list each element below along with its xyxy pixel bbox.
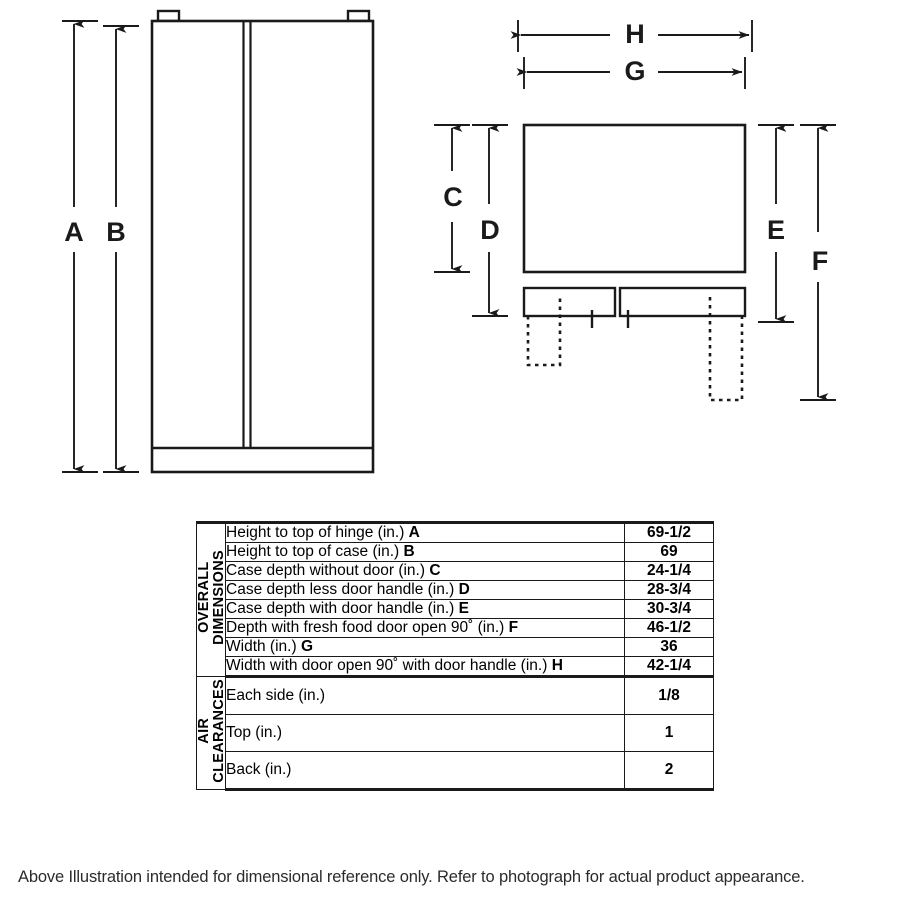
row-value: 1/8 bbox=[624, 675, 714, 715]
row-description-text: Width (in.) bbox=[226, 638, 297, 655]
table-row: Width (in.) G 36 bbox=[197, 637, 714, 657]
row-description: Depth with fresh food door open 90˚ (in.… bbox=[225, 618, 625, 638]
row-dimension-letter: A bbox=[408, 524, 420, 541]
row-value: 1 bbox=[624, 714, 714, 752]
dimension-label-G: G bbox=[624, 56, 646, 86]
specifications-table-container: OVERALL DIMENSIONS Height to top of hing… bbox=[196, 521, 714, 791]
door-open-outline-right bbox=[708, 297, 744, 402]
dimension-label-C: C bbox=[443, 182, 463, 212]
hinge-tab-left bbox=[156, 9, 181, 23]
table-row: Depth with fresh food door open 90˚ (in.… bbox=[197, 618, 714, 638]
specifications-table: OVERALL DIMENSIONS Height to top of hing… bbox=[196, 521, 714, 791]
table-row: Case depth without door (in.) C 24-1/4 bbox=[197, 561, 714, 581]
table-row: OVERALL DIMENSIONS Height to top of hing… bbox=[196, 521, 714, 677]
dimension-E bbox=[758, 124, 794, 323]
group-header-label: OVERALL DIMENSIONS bbox=[196, 550, 228, 645]
row-value: 30-3/4 bbox=[624, 599, 714, 619]
table-row: Case depth with door handle (in.) E 30-3… bbox=[197, 599, 714, 619]
row-description-text: Case depth less door handle (in.) bbox=[226, 581, 455, 598]
row-value: 46-1/2 bbox=[624, 618, 714, 638]
top-view-case-outline bbox=[522, 123, 747, 274]
row-description-text: Depth with fresh food door open 90˚ (in.… bbox=[226, 619, 505, 636]
row-description-text: Case depth without door (in.) bbox=[226, 562, 426, 579]
table-row: Top (in.) 1 bbox=[197, 714, 714, 752]
dimension-F bbox=[800, 124, 836, 401]
table-row: Back (in.) 2 bbox=[197, 751, 714, 791]
row-value: 69-1/2 bbox=[624, 521, 714, 543]
table-row: Height to top of case (in.) B 69 bbox=[197, 542, 714, 562]
case-outline bbox=[150, 19, 375, 474]
footnote-text: Above Illustration intended for dimensio… bbox=[18, 868, 805, 886]
row-value: 69 bbox=[624, 542, 714, 562]
row-dimension-letter: F bbox=[508, 619, 519, 636]
row-description-text: Width with door open 90˚ with door handl… bbox=[226, 657, 548, 674]
dimension-drawing bbox=[62, 9, 836, 474]
group-header-label: AIR CLEARANCES bbox=[196, 678, 228, 783]
row-description: Each side (in.) bbox=[225, 675, 625, 715]
row-dimension-letter: B bbox=[403, 543, 415, 560]
dimension-D bbox=[472, 124, 508, 317]
row-description: Top (in.) bbox=[225, 714, 625, 752]
row-description: Height to top of case (in.) B bbox=[225, 542, 625, 562]
dimension-label-D: D bbox=[480, 215, 500, 245]
dimension-B bbox=[103, 25, 139, 473]
dimension-label-A: A bbox=[64, 217, 84, 247]
group-header-air-clearances: AIR CLEARANCES bbox=[196, 676, 228, 790]
table-row: Case depth less door handle (in.) D 28-3… bbox=[197, 580, 714, 600]
table-row: AIR CLEARANCES Each side (in.) 1/8 bbox=[196, 675, 714, 790]
row-description-text: Height to top of hinge (in.) bbox=[226, 524, 405, 541]
dimension-label-B: B bbox=[106, 217, 126, 247]
table-row: Width with door open 90˚ with door handl… bbox=[197, 656, 714, 678]
row-value: 24-1/4 bbox=[624, 561, 714, 581]
row-description: Height to top of hinge (in.) A bbox=[225, 521, 625, 543]
top-view-door-right bbox=[618, 286, 747, 318]
row-description: Width (in.) G bbox=[225, 637, 625, 657]
top-view-door-left bbox=[522, 286, 617, 318]
row-description-text: Case depth with door handle (in.) bbox=[226, 600, 455, 617]
row-description-text: Back (in.) bbox=[226, 761, 292, 778]
row-value: 28-3/4 bbox=[624, 580, 714, 600]
row-description-text: Height to top of case (in.) bbox=[226, 543, 400, 560]
dimension-label-F: F bbox=[811, 246, 829, 276]
row-description: Case depth with door handle (in.) E bbox=[225, 599, 625, 619]
row-dimension-letter: E bbox=[458, 600, 469, 617]
row-value: 2 bbox=[624, 751, 714, 791]
row-description: Case depth less door handle (in.) D bbox=[225, 580, 625, 600]
row-value: 42-1/4 bbox=[624, 656, 714, 678]
specifications-table-body: OVERALL DIMENSIONS Height to top of hing… bbox=[196, 521, 714, 791]
row-value: 36 bbox=[624, 637, 714, 657]
row-description: Case depth without door (in.) C bbox=[225, 561, 625, 581]
dimension-label-E: E bbox=[766, 215, 785, 245]
row-description: Width with door open 90˚ with door handl… bbox=[225, 656, 625, 678]
front-elevation-body bbox=[150, 9, 375, 474]
row-dimension-letter: G bbox=[300, 638, 313, 655]
hinge-tab-right bbox=[346, 9, 371, 23]
dimension-H bbox=[510, 20, 753, 52]
row-dimension-letter: D bbox=[458, 581, 470, 598]
row-dimension-letter: C bbox=[429, 562, 441, 579]
row-dimension-letter: H bbox=[551, 657, 563, 674]
dimension-A bbox=[62, 20, 98, 473]
row-description-text: Each side (in.) bbox=[226, 687, 326, 704]
dimension-label-H: H bbox=[625, 19, 645, 49]
group-header-overall-dimensions: OVERALL DIMENSIONS bbox=[196, 521, 228, 677]
row-description-text: Top (in.) bbox=[226, 724, 282, 741]
dimension-C bbox=[434, 124, 470, 273]
row-description: Back (in.) bbox=[225, 751, 625, 791]
door-open-outline-left bbox=[526, 297, 562, 367]
dimension-G bbox=[516, 57, 746, 89]
